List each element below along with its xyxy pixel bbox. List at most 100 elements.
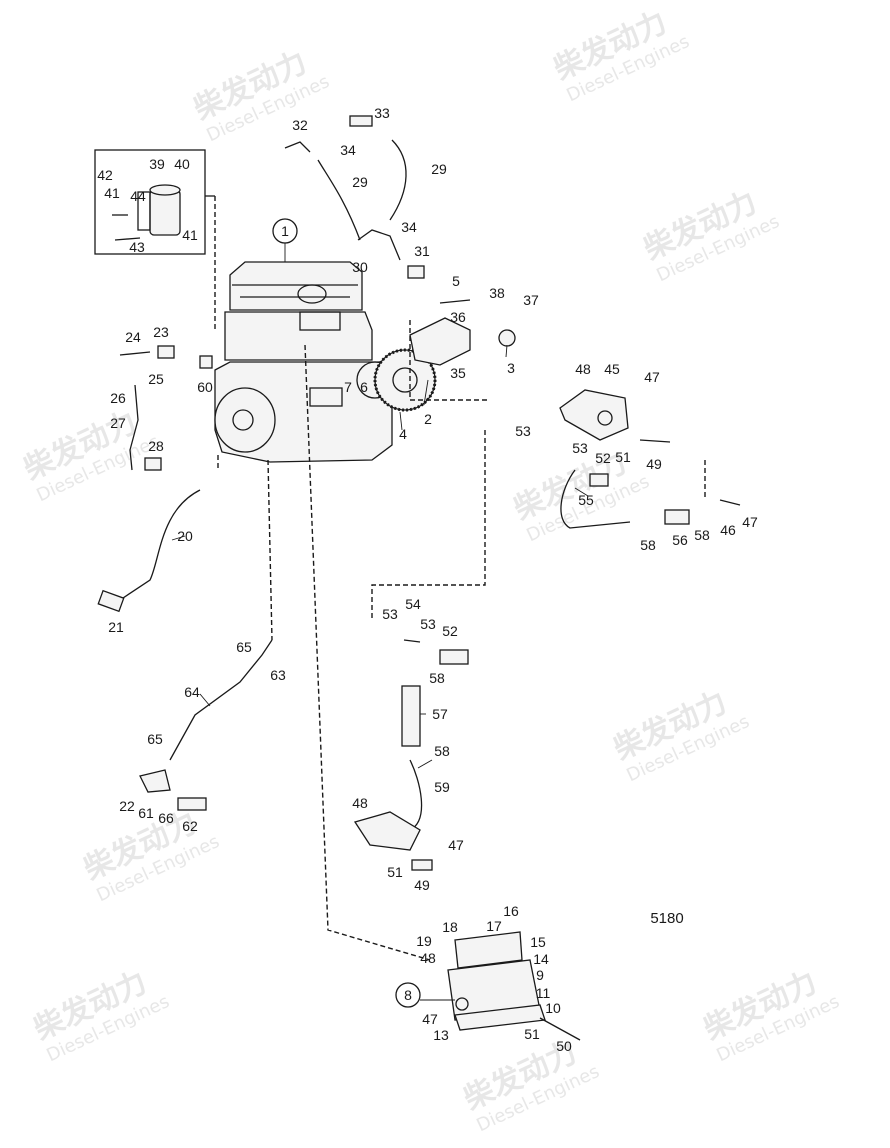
unloader-inset <box>94 149 216 330</box>
callout-15: 15 <box>530 934 546 950</box>
callout-47: 47 <box>422 1011 438 1027</box>
valve-cover <box>299 311 341 331</box>
callout-6: 6 <box>360 379 368 395</box>
nameplate <box>309 387 343 407</box>
callout-47: 47 <box>742 514 758 530</box>
callout-57: 57 <box>432 706 448 722</box>
callout-5: 5 <box>452 273 460 289</box>
callout-65: 65 <box>236 639 252 655</box>
cylinder-head <box>229 261 363 311</box>
callout-62: 62 <box>182 818 198 834</box>
callout-49: 49 <box>414 877 430 893</box>
unloader-valve-body <box>149 189 181 236</box>
callout-10: 10 <box>545 1000 561 1016</box>
callout-labels: 1 2 3 4 5 6 7 8 9 10 11 13 14 15 16 17 1… <box>97 105 758 1054</box>
callout-14: 14 <box>533 951 549 967</box>
callout-48: 48 <box>575 361 591 377</box>
left-fittings <box>97 345 213 613</box>
air-compressor-assembly <box>214 261 516 463</box>
callout-63: 63 <box>270 667 286 683</box>
callout-60: 60 <box>197 379 213 395</box>
callout-17: 17 <box>486 918 502 934</box>
callout-4: 4 <box>399 426 407 442</box>
callout-29: 29 <box>352 174 368 190</box>
watermark-tile: 柴发动力 Diesel-Engines <box>189 45 333 146</box>
callout-28: 28 <box>148 438 164 454</box>
callout-41: 41 <box>104 185 120 201</box>
callout-55: 55 <box>578 492 594 508</box>
callout-39: 39 <box>149 156 165 172</box>
callout-27: 27 <box>110 415 126 431</box>
callout-21: 21 <box>108 619 124 635</box>
callout-66: 66 <box>158 810 174 826</box>
callout-51: 51 <box>615 449 631 465</box>
stud <box>439 299 471 304</box>
leader-lines <box>171 243 589 1001</box>
callout-9: 9 <box>536 967 544 983</box>
watermark-tile: 柴发动力 Diesel-Engines <box>19 405 163 506</box>
callout-58: 58 <box>434 743 450 759</box>
air-pipes-29 <box>284 115 425 279</box>
nut <box>498 329 516 347</box>
callout-41: 41 <box>182 227 198 243</box>
callout-59: 59 <box>434 779 450 795</box>
watermark-tile: 柴发动力 Diesel-Engines <box>29 965 173 1066</box>
callout-34: 34 <box>401 219 417 235</box>
callout-1: 1 <box>281 223 289 239</box>
callout-47: 47 <box>448 837 464 853</box>
cylinder-block <box>224 311 373 361</box>
lower-pipe-group <box>353 639 469 871</box>
callout-48: 48 <box>352 795 368 811</box>
callout-circle <box>272 218 298 244</box>
callout-58: 58 <box>429 670 445 686</box>
callout-11: 11 <box>536 985 551 1001</box>
mounting-bracket <box>137 191 151 231</box>
callout-49: 49 <box>646 456 662 472</box>
callout-50: 50 <box>556 1038 572 1054</box>
callout-33: 33 <box>374 105 390 121</box>
bottom-valve-assembly <box>447 931 581 1041</box>
callout-30: 30 <box>352 259 368 275</box>
callout-47: 47 <box>644 369 660 385</box>
callout-58: 58 <box>640 537 656 553</box>
head-port <box>297 284 327 304</box>
callout-32: 32 <box>292 117 308 133</box>
watermark-tile: 柴发动力 Diesel-Engines <box>459 1035 603 1136</box>
callout-44: 44 <box>130 188 146 204</box>
callout-64: 64 <box>184 684 200 700</box>
callout-26: 26 <box>110 390 126 406</box>
callout-8: 8 <box>404 987 412 1003</box>
gear-housing <box>409 317 471 366</box>
callout-42: 42 <box>97 167 113 183</box>
callout-19: 19 <box>416 933 432 949</box>
callout-23: 23 <box>153 324 169 340</box>
unloader-valve-cap <box>149 184 181 196</box>
callout-52: 52 <box>442 623 458 639</box>
watermark-tile: 柴发动力 Diesel-Engines <box>699 965 843 1066</box>
callout-circle <box>395 982 421 1008</box>
callout-31: 31 <box>414 243 430 259</box>
watermark-tile: 柴发动力 Diesel-Engines <box>609 685 753 786</box>
callout-56: 56 <box>672 532 688 548</box>
callout-13: 13 <box>433 1027 449 1043</box>
middle-bracket-group <box>559 389 741 529</box>
callout-29: 29 <box>431 161 447 177</box>
callout-20: 20 <box>177 528 193 544</box>
callout-7: 7 <box>344 379 352 395</box>
callout-3: 3 <box>507 360 515 376</box>
callout-40: 40 <box>174 156 190 172</box>
end-cover-hub <box>232 409 254 431</box>
callout-35: 35 <box>450 365 466 381</box>
callout-53: 53 <box>572 440 588 456</box>
end-cover <box>214 387 276 453</box>
callout-45: 45 <box>604 361 620 377</box>
callout-24: 24 <box>125 329 141 345</box>
callout-51: 51 <box>387 864 403 880</box>
callout-46: 46 <box>720 522 736 538</box>
callout-34: 34 <box>340 142 356 158</box>
callout-53: 53 <box>420 616 436 632</box>
routing-lines <box>217 320 706 961</box>
watermark-tile: 柴发动力 Diesel-Engines <box>639 185 783 286</box>
callout-65: 65 <box>147 731 163 747</box>
